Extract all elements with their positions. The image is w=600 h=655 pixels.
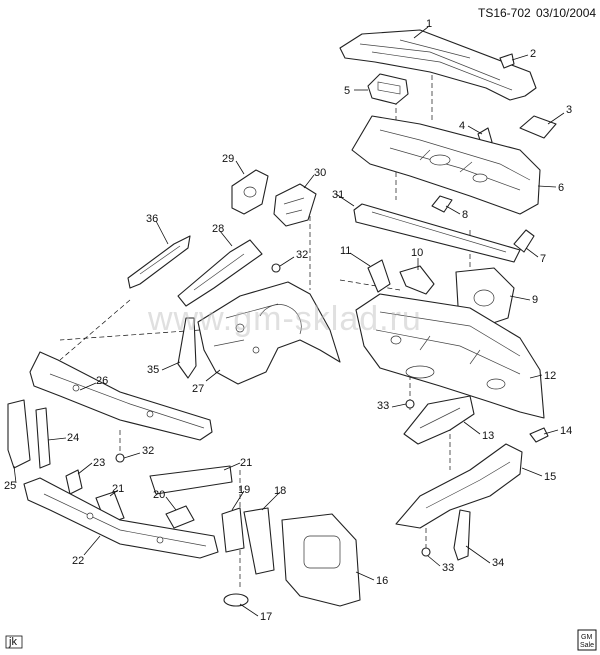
callout-26: 26 <box>96 375 108 387</box>
part-15-apron <box>395 443 523 529</box>
callout-32-lower: 32 <box>142 445 154 457</box>
callout-24: 24 <box>67 432 79 444</box>
part-10-bracket <box>399 265 435 295</box>
svg-text:jk: jk <box>8 636 17 648</box>
callout-15: 15 <box>544 471 556 483</box>
part-30-bracket <box>273 183 317 227</box>
leader-lines <box>13 26 565 617</box>
callout-32-upper: 32 <box>296 249 308 261</box>
callout-5: 5 <box>344 85 350 97</box>
callout-35: 35 <box>147 364 159 376</box>
callout-33-lower: 33 <box>442 562 454 574</box>
part-3-bracket <box>519 115 557 139</box>
callout-18: 18 <box>274 485 286 497</box>
watermark-text: www.gm-sklad.ru <box>147 300 422 338</box>
callout-17: 17 <box>260 611 272 623</box>
part-18-brace <box>243 507 275 575</box>
callout-19: 19 <box>238 484 250 496</box>
callout-10: 10 <box>411 247 423 259</box>
part-5-vent-duct <box>367 73 409 105</box>
callout-21-lower: 21 <box>112 483 124 495</box>
callout-4: 4 <box>459 120 465 132</box>
part-26-support-upper <box>29 351 213 441</box>
part-34-brace <box>453 509 471 561</box>
callout-22: 22 <box>72 555 84 567</box>
svg-text:GM: GM <box>581 634 592 641</box>
part-25-bracket <box>7 399 31 469</box>
part-36-brace <box>127 235 191 289</box>
callout-14: 14 <box>560 425 572 437</box>
svg-text:Sale: Sale <box>580 642 594 649</box>
callout-13: 13 <box>482 430 494 442</box>
part-35-brace <box>177 317 197 379</box>
callout-29: 29 <box>222 153 234 165</box>
callout-labels: 1 2 3 4 5 6 7 8 9 10 11 12 13 14 15 16 1… <box>4 18 572 623</box>
callout-1: 1 <box>426 18 432 30</box>
part-12-dash-panel-lower <box>355 293 545 419</box>
part-22-support-lower <box>23 477 219 559</box>
part-13-support <box>403 395 475 445</box>
diagram-code: TS16-702 <box>478 6 531 20</box>
part-29-bracket <box>231 169 269 215</box>
part-33-bolt-upper <box>405 399 415 409</box>
callout-8: 8 <box>462 209 468 221</box>
part-8-bracket <box>431 195 453 213</box>
callout-16: 16 <box>376 575 388 587</box>
part-33-bolt-lower <box>421 547 431 557</box>
callout-11: 11 <box>340 245 351 257</box>
callout-2: 2 <box>530 48 536 60</box>
part-32-bolt-upper <box>271 263 281 273</box>
part-27-wheelhouse <box>197 281 341 385</box>
part-1-cowl-upper-panel <box>339 29 537 101</box>
part-2-bracket <box>499 53 515 69</box>
callout-30: 30 <box>314 167 326 179</box>
diagram-date: 03/10/2004 <box>536 6 596 20</box>
part-23-bracket <box>65 469 83 495</box>
callout-23: 23 <box>93 457 105 469</box>
callout-27: 27 <box>192 383 204 395</box>
part-21-bar-upper <box>149 465 233 495</box>
part-31-crossbar <box>353 203 521 263</box>
part-24-bracket <box>35 407 51 469</box>
part-28-rail <box>177 239 263 307</box>
callout-28: 28 <box>212 223 224 235</box>
callout-12: 12 <box>544 370 556 382</box>
callout-36: 36 <box>146 213 158 225</box>
callout-21-upper: 21 <box>240 457 252 469</box>
callout-3: 3 <box>566 104 572 116</box>
callout-33-upper: 33 <box>377 400 389 412</box>
callout-6: 6 <box>558 182 564 194</box>
part-20-bracket <box>165 505 195 529</box>
gm-logo-badge: GM Sale <box>577 629 597 651</box>
callout-9: 9 <box>532 294 538 306</box>
callout-20: 20 <box>153 489 165 501</box>
callout-25: 25 <box>4 480 16 492</box>
corner-tag: jk <box>5 635 23 649</box>
callout-34: 34 <box>492 557 504 569</box>
part-7-bracket <box>513 229 535 253</box>
part-32-bolt-lower <box>115 453 125 463</box>
callout-7: 7 <box>540 253 546 265</box>
part-6-dash-panel-upper <box>351 115 541 215</box>
part-19-bracket <box>221 507 245 553</box>
part-16-panel <box>281 513 361 607</box>
part-14-clip <box>529 427 549 443</box>
callout-31: 31 <box>332 189 344 201</box>
part-17-washer <box>223 593 249 607</box>
part-11-bracket <box>367 259 391 293</box>
